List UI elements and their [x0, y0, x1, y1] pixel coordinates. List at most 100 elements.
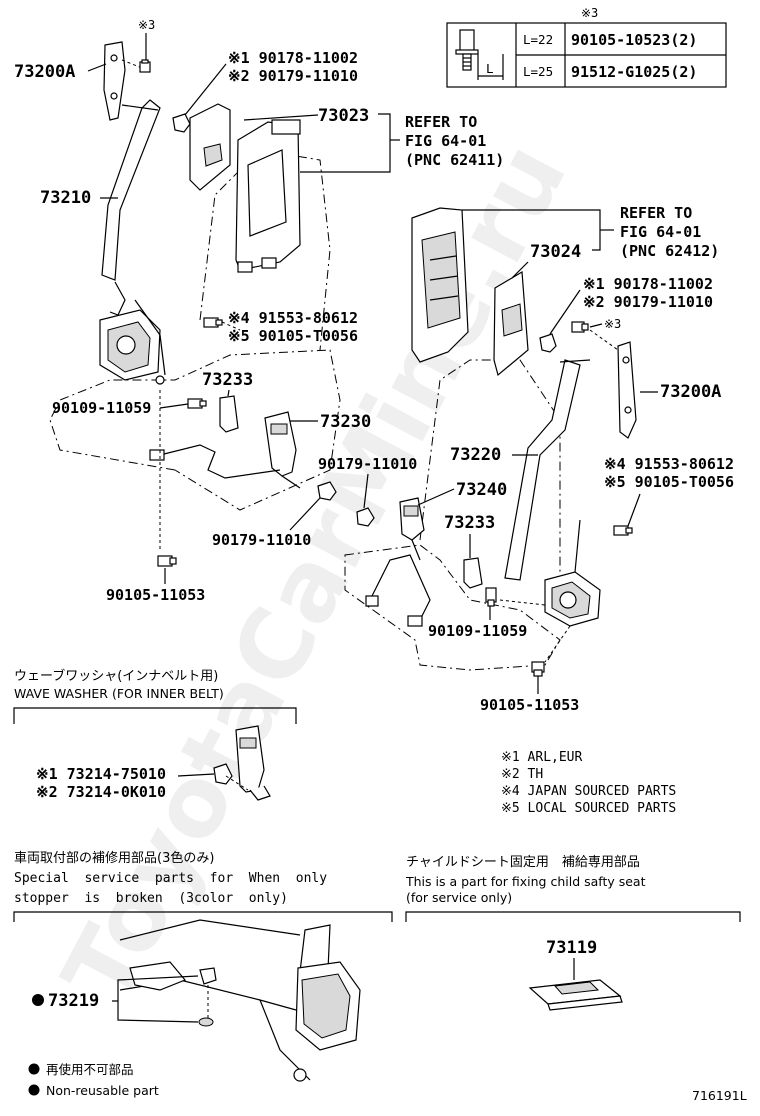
left-pillar-trim-73023: [189, 103, 301, 273]
left-ref-line-1: REFER TO: [405, 113, 477, 131]
left-bolt-note-5: ※5 90105-T0056: [228, 327, 358, 345]
left-bolt-lower: [157, 390, 177, 567]
right-bolt-90109-label: 90109-11059: [428, 622, 527, 640]
wave-washer-buckle-drawing: [213, 725, 271, 801]
legend-item-3: ※4 JAPAN SOURCED PARTS: [501, 784, 676, 799]
left-nut-note-2: ※2 90179-11010: [228, 67, 358, 85]
wave-washer-title-jp: ウェーブワッシャ(インナベルト用): [14, 668, 218, 684]
left-anchor-bolt-marker: ※3: [138, 18, 155, 32]
right-cover-label: 73233: [444, 513, 495, 533]
child-seat-part-label: 73119: [546, 938, 597, 958]
left-buckle-label: 73230: [320, 412, 371, 432]
repair-parts-line-2: stopper is broken (3color only): [14, 891, 288, 906]
right-pillar-trim-label: 73024: [530, 242, 581, 262]
left-nut-note-1: ※1 90178-11002: [228, 49, 358, 67]
right-bolt-lower: [531, 625, 571, 677]
legend-item-2: ※2 TH: [501, 767, 543, 782]
right-retractor-bolt: [613, 525, 633, 536]
non-reusable-legend: 再使用不可部品 Non-reusable part: [28, 1062, 159, 1098]
left-bolt-90109-label: 90109-11059: [52, 399, 151, 417]
right-ref-line-1: REFER TO: [620, 204, 692, 222]
left-pillar-trim-label: 73023: [318, 106, 369, 126]
right-wire-connector-1: [365, 595, 379, 607]
wave-washer-bracket: [13, 707, 297, 724]
repair-parts-bracket: [13, 911, 393, 922]
legend-item-1: ※1 ARL,EUR: [501, 750, 583, 765]
right-anchor-bracket: [617, 341, 637, 439]
left-anchor-bolt: [139, 59, 151, 73]
right-buckle-73240: [399, 497, 425, 561]
right-belt-webbing: [504, 359, 581, 581]
non-reusable-jp: 再使用不可部品: [46, 1062, 134, 1077]
right-belt-label: 73220: [450, 445, 501, 465]
wave-washer-title-en: WAVE WASHER (FOR INNER BELT): [14, 686, 224, 701]
right-anchor-bolt-marker: ※3: [604, 317, 621, 331]
bolt-table: ※3 L L=22 90105-10523(2) L=25 91512-G102…: [446, 6, 727, 88]
child-seat-title-jp: チャイルドシート固定用 補給専用部品: [406, 855, 640, 870]
left-buckle-73230: [264, 411, 301, 489]
non-reusable-marker-icon: [32, 994, 44, 1006]
left-assembly: ※3 73200A ※1 90178-11002 ※2 90179-11010 …: [14, 18, 504, 604]
left-bolt-90109: [187, 398, 207, 409]
repair-parts-line-1: Special service parts for When only: [14, 871, 327, 886]
left-bolt-lower-label: 90105-11053: [106, 586, 205, 604]
left-ref-line-2: FIG 64-01: [405, 132, 486, 150]
left-retractor-bolt: [203, 317, 241, 331]
right-wire-harness: [369, 554, 431, 621]
left-nut-lower-label: 90179-11010: [212, 531, 311, 549]
left-belt-label: 73210: [40, 188, 91, 208]
right-anchor-bolt: [571, 321, 619, 351]
right-assembly: REFER TO FIG 64-01 (PNC 62412) 73024 ※1 …: [318, 204, 734, 714]
child-seat-line-1: This is a part for fixing child safty se…: [405, 874, 646, 889]
left-nut: [172, 113, 191, 133]
left-cover-73233: [219, 395, 239, 433]
bolt-length-2: L=25: [523, 64, 553, 79]
right-nut-buckle-label: 90179-11010: [318, 455, 417, 473]
left-retractor: [99, 281, 166, 385]
repair-parts-title-jp: 車両取付部の補修用部品(3色のみ): [14, 850, 214, 866]
right-ref-line-3: (PNC 62412): [620, 242, 719, 260]
bolt-table-marker: ※3: [581, 6, 598, 20]
left-cover-label: 73233: [202, 370, 253, 390]
right-nut-note-1: ※1 90178-11002: [583, 275, 713, 293]
right-buckle-label: 73240: [456, 480, 507, 500]
left-wire-connector: [149, 449, 165, 461]
legend: ※1 ARL,EUR ※2 TH ※4 JAPAN SOURCED PARTS …: [501, 750, 676, 816]
child-seat-section: チャイルドシート固定用 補給専用部品 This is a part for fi…: [405, 855, 741, 1011]
right-seat-cushion: [344, 544, 561, 671]
non-reusable-dot-icon-2: [28, 1084, 40, 1096]
wave-washer-part-2: ※2 73214-0K010: [36, 783, 166, 801]
left-wire-harness: [159, 444, 281, 479]
right-pillar-trim-73024: [411, 207, 529, 377]
left-ref-line-3: (PNC 62411): [405, 151, 504, 169]
right-anchor-label: 73200A: [660, 382, 721, 402]
repair-parts-section: 車両取付部の補修用部品(3色のみ) Special service parts …: [13, 850, 393, 1082]
bolt-length-1: L=22: [523, 32, 553, 47]
wave-washer-part-1: ※1 73214-75010: [36, 765, 166, 783]
left-anchor-bracket: [103, 41, 143, 121]
right-nut: [539, 333, 557, 353]
child-seat-line-2: (for service only): [406, 890, 512, 905]
wave-washer-section: ウェーブワッシャ(インナベルト用) WAVE WASHER (FOR INNER…: [13, 668, 297, 801]
right-nut-buckle: [356, 507, 375, 527]
bolt-part-1: 90105-10523(2): [571, 31, 697, 49]
repair-parts-label: 73219: [48, 991, 99, 1011]
right-bolt-note-5: ※5 90105-T0056: [604, 473, 734, 491]
right-retractor: [544, 519, 601, 627]
right-cover-73233: [463, 557, 483, 589]
repair-parts-drawing: [119, 919, 361, 1082]
non-reusable-dot-icon: [28, 1063, 40, 1075]
right-bolt-90109: [485, 587, 546, 607]
left-belt-webbing: [101, 99, 161, 281]
non-reusable-en: Non-reusable part: [46, 1083, 159, 1098]
right-nut-note-2: ※2 90179-11010: [583, 293, 713, 311]
bolt-part-2: 91512-G1025(2): [571, 63, 697, 81]
left-bolt-note-4: ※4 91553-80612: [228, 309, 358, 327]
legend-item-4: ※5 LOCAL SOURCED PARTS: [501, 801, 676, 816]
child-seat-bracket: [405, 911, 741, 922]
right-wire-connector-2: [407, 615, 423, 627]
child-seat-bracket-part: [528, 979, 623, 1011]
right-ref-line-2: FIG 64-01: [620, 223, 701, 241]
